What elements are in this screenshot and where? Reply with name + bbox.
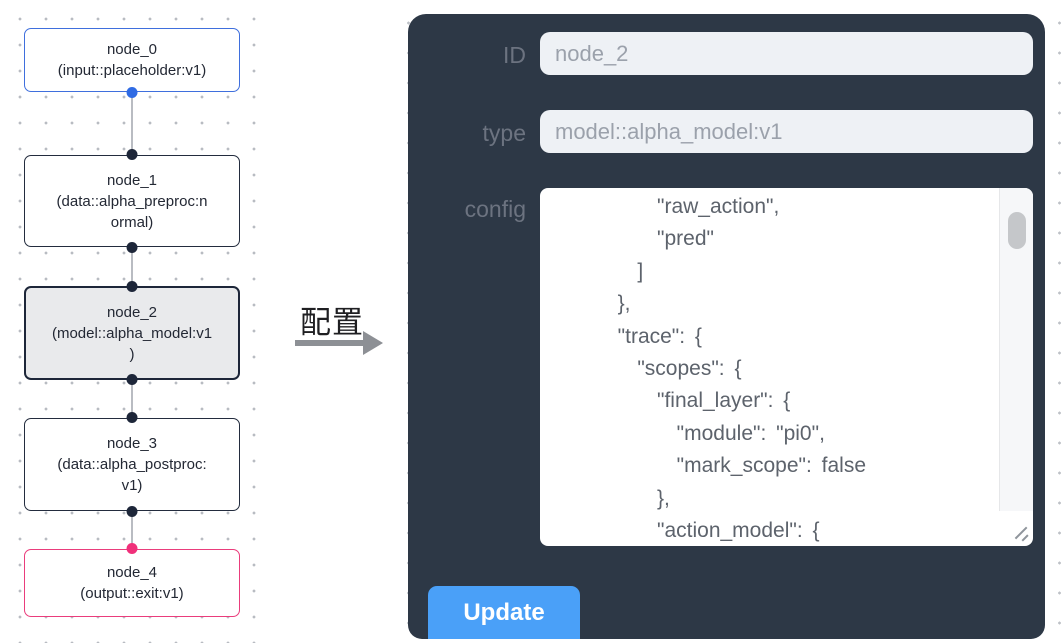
node-handle-target-icon[interactable]	[126, 281, 138, 292]
edge-node2-node3	[131, 380, 133, 418]
config-line: "mark_scope": false	[598, 454, 866, 478]
id-input[interactable]	[540, 32, 1033, 75]
flow-node-node_2-selected[interactable]: node_2 (model::alpha_model:v1 )	[24, 281, 240, 385]
config-canvas: ID type config "raw_action", "pred" ] },…	[400, 0, 1062, 643]
flow-node-node_4[interactable]: node_4 (output::exit:v1)	[24, 543, 240, 617]
resize-handle-icon[interactable]	[1012, 524, 1030, 542]
node-type-label: (data::alpha_postproc:	[57, 456, 207, 473]
type-field-label: type	[482, 120, 526, 146]
node-title: node_3	[106, 435, 158, 452]
node-handle-target-icon[interactable]	[126, 412, 138, 423]
config-line: "module": "pi0",	[598, 421, 825, 445]
node-handle-source-icon[interactable]	[126, 242, 138, 253]
id-field-label: ID	[503, 42, 526, 68]
node-type-label: ormal)	[110, 213, 154, 231]
scrollbar-track[interactable]	[999, 188, 1033, 511]
flow-node-node_0[interactable]: node_0 (input::placeholder:v1)	[24, 28, 240, 98]
right-arrow-head-icon	[363, 331, 383, 355]
config-line: "trace": {	[598, 324, 702, 348]
config-field-label: config	[464, 196, 526, 222]
config-json-text: "raw_action", "pred" ] }, "trace": { "sc…	[540, 188, 998, 546]
update-button[interactable]: Update	[428, 586, 580, 639]
config-line: "action_model": {	[598, 519, 820, 543]
node-type-label: (data::alpha_preproc:n	[56, 192, 208, 210]
flow-canvas[interactable]: node_0 (input::placeholder:v1) node_1 (d…	[0, 0, 272, 643]
node-type-label: )	[129, 345, 135, 363]
scrollbar-thumb[interactable]	[1007, 212, 1026, 249]
node-handle-target-icon[interactable]	[126, 543, 138, 554]
node-handle-source-icon[interactable]	[126, 506, 138, 517]
type-input[interactable]	[540, 110, 1033, 153]
node-type-label: (input::placeholder:v1)	[57, 62, 207, 79]
node-title: node_1	[106, 171, 158, 189]
config-line: "raw_action",	[598, 195, 780, 218]
edge-node1-node2	[131, 247, 133, 286]
flow-node-node_1[interactable]: node_1 (data::alpha_preproc:n ormal)	[24, 149, 240, 253]
config-line: "scopes": {	[598, 357, 742, 381]
node-config-panel: ID type config "raw_action", "pred" ] },…	[408, 14, 1045, 639]
node-type-label: (model::alpha_model:v1	[51, 324, 213, 342]
right-arrow-icon	[295, 340, 365, 346]
config-line: },	[598, 486, 670, 510]
transition-label: 配置	[300, 305, 364, 340]
node-handle-target-icon[interactable]	[126, 149, 138, 160]
node-handle-source-icon[interactable]	[126, 87, 138, 98]
node-type-label: v1)	[121, 477, 143, 494]
config-line: },	[598, 292, 631, 316]
config-line: "pred"	[598, 227, 714, 251]
edge-node0-node1	[131, 92, 133, 155]
flow-node-node_3[interactable]: node_3 (data::alpha_postproc: v1)	[24, 412, 240, 517]
config-textarea[interactable]: "raw_action", "pred" ] }, "trace": { "sc…	[540, 188, 1033, 546]
node-title: node_4	[106, 564, 158, 581]
config-line: "final_layer": {	[598, 389, 791, 413]
node-title: node_2	[106, 303, 158, 321]
node-title: node_0	[106, 41, 158, 58]
edge-node3-node4	[131, 511, 133, 549]
node-type-label: (output::exit:v1)	[80, 585, 184, 602]
node-handle-source-icon[interactable]	[126, 374, 138, 385]
config-line: ]	[598, 259, 644, 283]
